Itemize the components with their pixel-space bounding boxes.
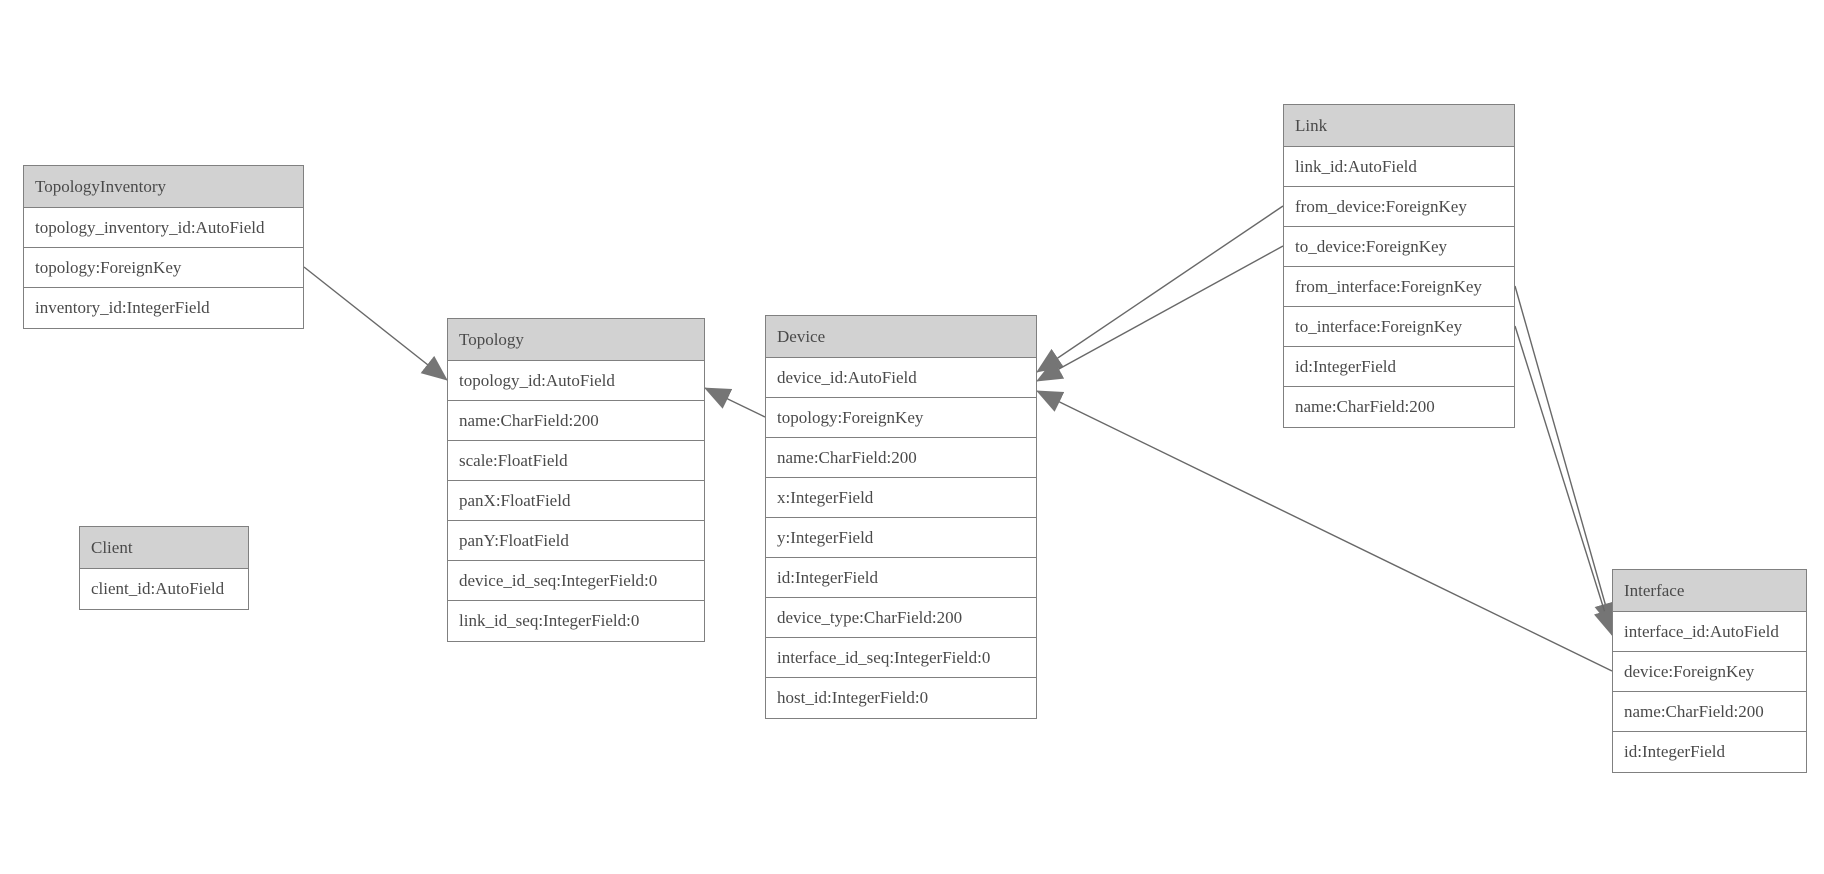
field-row: client_id:AutoField [91, 579, 225, 598]
relation-edge [1514, 285, 1616, 629]
field-row: from_device:ForeignKey [1284, 187, 1514, 227]
field-row: name:CharField:200 [766, 438, 1036, 478]
field-row: name:CharField:200 [1295, 397, 1435, 416]
relation-edge [1514, 325, 1616, 636]
field-row: device:ForeignKey [1613, 652, 1806, 692]
field-row: link_id:AutoField [1284, 147, 1514, 187]
relation-edge [303, 266, 448, 381]
field-row: panY:FloatField [448, 521, 704, 561]
field-row: topology:ForeignKey [24, 248, 303, 288]
field-row: id:IntegerField [1624, 742, 1726, 761]
field-row: to_interface:ForeignKey [1284, 307, 1514, 347]
field-row: device_id:AutoField [766, 358, 1036, 398]
relation-edge [1036, 390, 1613, 672]
field-row: inventory_id:IntegerField [35, 298, 210, 317]
field-row: topology_id:AutoField [448, 361, 704, 401]
field-row: id:IntegerField [1284, 347, 1514, 387]
field-row: topology_inventory_id:AutoField [24, 208, 303, 248]
table-header: Link [1284, 105, 1514, 147]
relation-edge [704, 387, 766, 418]
field-row: topology:ForeignKey [766, 398, 1036, 438]
field-row: id:IntegerField [766, 558, 1036, 598]
table-header: Topology [448, 319, 704, 361]
field-row: panX:FloatField [448, 481, 704, 521]
field-row: to_device:ForeignKey [1284, 227, 1514, 267]
table-header: Client [80, 527, 248, 569]
field-row: interface_id:AutoField [1613, 612, 1806, 652]
relation-edge [1036, 245, 1284, 382]
field-row: x:IntegerField [766, 478, 1036, 518]
field-row: from_interface:ForeignKey [1284, 267, 1514, 307]
field-row: name:CharField:200 [448, 401, 704, 441]
field-row: interface_id_seq:IntegerField:0 [766, 638, 1036, 678]
table-header: Interface [1613, 570, 1806, 612]
field-row: device_type:CharField:200 [766, 598, 1036, 638]
table-header: Device [766, 316, 1036, 358]
table-header: TopologyInventory [24, 166, 303, 208]
field-row: device_id_seq:IntegerField:0 [448, 561, 704, 601]
field-row: scale:FloatField [448, 441, 704, 481]
field-row: host_id:IntegerField:0 [777, 688, 929, 707]
field-row: name:CharField:200 [1613, 692, 1806, 732]
relation-edge [1036, 205, 1284, 373]
table-client[interactable]: Client client_id:AutoField [79, 526, 249, 610]
field-row: link_id_seq:IntegerField:0 [459, 611, 640, 630]
field-row: y:IntegerField [766, 518, 1036, 558]
